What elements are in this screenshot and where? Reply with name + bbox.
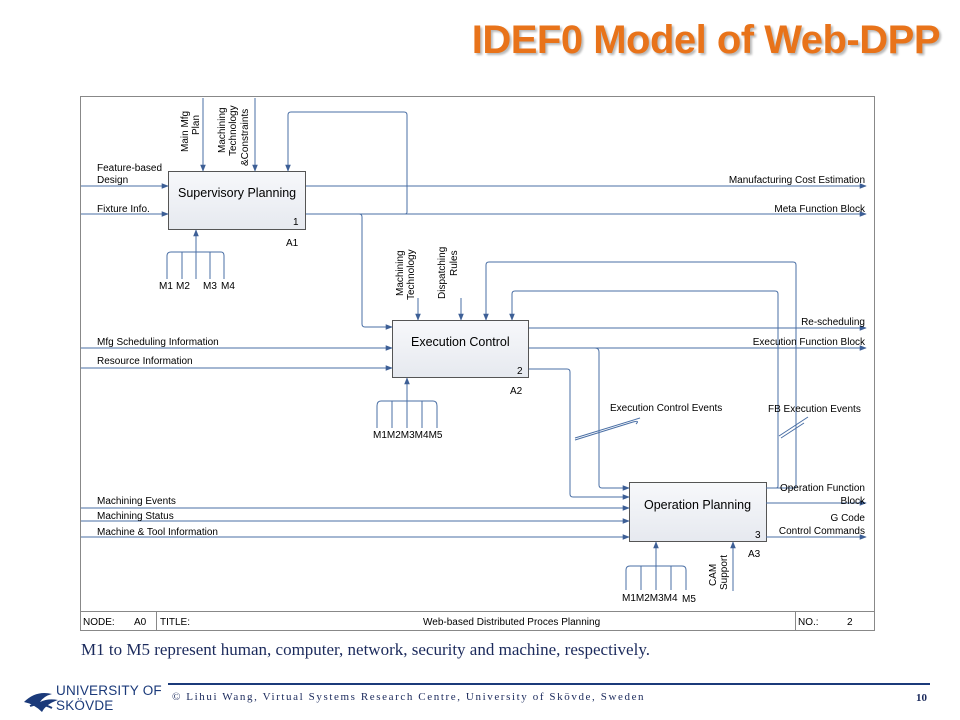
event-labels: Execution Control Events FB Execution Ev…: [610, 403, 861, 415]
activity-box-a1: Supervisory Planning 1 A1: [168, 171, 306, 249]
footer-node-label: NODE:: [83, 617, 115, 628]
box-a1-number: 1: [293, 217, 299, 228]
output-g-code-line1: G Code: [831, 513, 866, 524]
mech-a3-m5: M5: [682, 594, 696, 605]
control-machining-tech-constraints-line2: Technology: [228, 105, 239, 156]
arrow-lines: [81, 98, 867, 591]
logo-text-line1: UNIVERSITY OF: [56, 683, 162, 698]
footer-title-value: Web-based Distributed Proces Planning: [423, 617, 600, 628]
control-dispatching-rules-line2: Rules: [449, 250, 460, 276]
label-fb-execution-events: FB Execution Events: [768, 404, 861, 415]
mech-a2: M1M2M3M4M5: [373, 430, 443, 441]
footer-node-value: A0: [134, 617, 147, 628]
control-machining-tech-constraints-line1: Machining: [217, 107, 228, 153]
control-machining-tech-line1: Machining: [395, 250, 406, 296]
control-machining-tech-line2: Technology: [406, 249, 417, 300]
output-operation-function-block-line1: Operation Function: [780, 483, 865, 494]
output-operation-function-block-line2: Block: [841, 496, 866, 507]
activity-box-a3: Operation Planning 3 A3: [629, 482, 767, 560]
output-execution-function-block: Execution Function Block: [753, 337, 866, 348]
mech-a1-m4: M4: [221, 281, 235, 292]
logo-text-line2: SKÖVDE: [56, 698, 114, 713]
label-execution-control-events: Execution Control Events: [610, 403, 722, 414]
box-a3-node: A3: [748, 549, 761, 560]
mech-a1-m3: M3: [203, 281, 217, 292]
footer-title-label: TITLE:: [160, 617, 190, 628]
control-cam-support-line2: Support: [719, 555, 730, 590]
footer-credit: © Lihui Wang, Virtual Systems Research C…: [172, 691, 646, 703]
control-labels: Main Mfg Plan Machining Technology &Cons…: [180, 105, 730, 590]
diagram-footer-bar: NODE: A0 TITLE: Web-based Distributed Pr…: [80, 611, 875, 631]
input-machining-events: Machining Events: [97, 496, 176, 507]
mech-a1-m1: M1: [159, 281, 173, 292]
output-meta-function-block: Meta Function Block: [774, 204, 866, 215]
footer-no-label: NO.:: [798, 617, 819, 628]
box-a2-number: 2: [517, 366, 523, 377]
input-mfg-scheduling: Mfg Scheduling Information: [97, 337, 219, 348]
output-g-code-line2: Control Commands: [779, 526, 865, 537]
mechanism-labels: M1 M2 M3 M4 M1M2M3M4M5 M1M2M3M4 M5: [159, 281, 696, 605]
input-machine-tool-info: Machine & Tool Information: [97, 527, 218, 538]
control-main-mfg-plan-line2: Plan: [191, 115, 202, 135]
output-rescheduling: Re-scheduling: [801, 317, 865, 328]
slide-caption: M1 to M5 represent human, computer, netw…: [81, 640, 650, 659]
control-machining-tech-constraints-line3: &Constraints: [240, 109, 251, 166]
footer-divider: [168, 683, 930, 685]
footer-no-value: 2: [847, 617, 853, 628]
control-dispatching-rules-line1: Dispatching: [437, 247, 448, 299]
output-mfg-cost: Manufacturing Cost Estimation: [729, 175, 865, 186]
input-feature-design-line2: Design: [97, 175, 128, 186]
box-a1-name: Supervisory Planning: [178, 186, 296, 200]
university-logo: [24, 693, 58, 712]
box-a2-name: Execution Control: [411, 335, 510, 349]
input-fixture-info: Fixture Info.: [97, 204, 150, 215]
input-labels: Feature-based Design Fixture Info. Mfg S…: [97, 163, 219, 538]
output-labels: Manufacturing Cost Estimation Meta Funct…: [729, 175, 866, 537]
control-main-mfg-plan-line1: Main Mfg: [180, 111, 191, 152]
box-a3-number: 3: [755, 530, 761, 541]
control-cam-support-line1: CAM: [708, 564, 719, 586]
box-a3-name: Operation Planning: [644, 498, 751, 512]
box-a1-node: A1: [286, 238, 299, 249]
page-number: 10: [916, 692, 927, 704]
mech-a3-main: M1M2M3M4: [622, 593, 678, 604]
box-a2-node: A2: [510, 386, 523, 397]
mech-a1-m2: M2: [176, 281, 190, 292]
input-feature-design-line1: Feature-based: [97, 163, 162, 174]
input-machining-status: Machining Status: [97, 511, 174, 522]
slide-title: IDEF0 Model of Web-DPP: [471, 18, 941, 62]
input-resource-info: Resource Information: [97, 356, 193, 367]
